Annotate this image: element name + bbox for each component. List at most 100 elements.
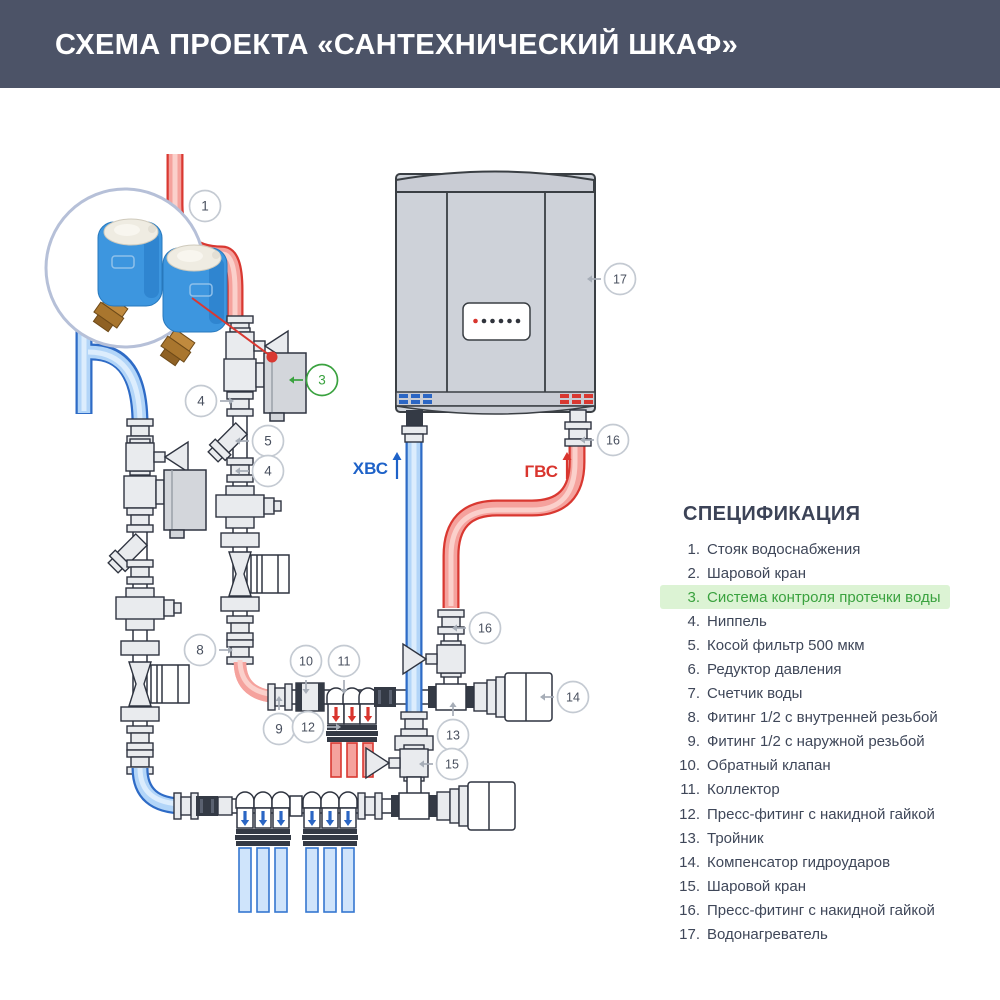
down-arrow-icon xyxy=(302,689,310,694)
callout-12: 12 xyxy=(291,710,341,744)
spec-item-label: Ниппель xyxy=(707,612,767,630)
cold-manifold xyxy=(173,781,516,913)
spec-item: 1. Стояк водоснабжения xyxy=(660,537,998,561)
spec-item-number: 9. xyxy=(687,733,700,751)
hot-feed-branch xyxy=(402,438,586,722)
spec-item-label: Система контроля протечки воды xyxy=(707,588,941,606)
spec-item-number: 5. xyxy=(687,636,700,654)
spec-item-number: 17. xyxy=(679,926,700,944)
up-arrow-icon xyxy=(449,702,457,707)
press-fitting xyxy=(564,421,592,447)
right-arrow-icon xyxy=(336,723,341,731)
spec-item-label: Косой фильтр 500 мкм xyxy=(707,636,865,654)
spec-item-number: 10. xyxy=(679,757,700,775)
cold-supply-label: ХВС xyxy=(353,459,388,478)
left-arrow-icon xyxy=(587,275,592,283)
left-arrow-icon xyxy=(235,467,240,475)
spec-item-label: Счетчик воды xyxy=(707,685,803,703)
callout-13: 13 xyxy=(436,702,470,752)
spec-item-label: Пресс-фитинг с накидной гайкой xyxy=(707,901,935,919)
svg-text:13: 13 xyxy=(446,729,460,743)
right-arrow-icon xyxy=(229,397,234,405)
spec-item-label: Тройник xyxy=(707,829,764,847)
check-valve xyxy=(295,682,325,712)
svg-text:16: 16 xyxy=(478,622,492,636)
spec-item: 17. Водонагреватель xyxy=(660,923,998,947)
spec-item-label: Компенсатор гидроударов xyxy=(707,853,891,871)
press-fitting xyxy=(437,609,465,635)
callout-16: 16 xyxy=(580,423,630,457)
spec-item-label: Редуктор давления xyxy=(707,661,842,679)
callout-8: 8 xyxy=(183,633,233,667)
spec-item-number: 16. xyxy=(679,901,700,919)
page-title: СХЕМА ПРОЕКТА «САНТЕХНИЧЕСКИЙ ШКАФ» xyxy=(55,29,739,61)
callout-16: 16 xyxy=(452,611,502,645)
spec-item-label: Обратный клапан xyxy=(707,757,831,775)
hot-supply-label: ГВС xyxy=(524,462,558,481)
spec-item: 11. Коллектор xyxy=(660,778,998,802)
callout-4: 4 xyxy=(235,454,285,488)
callout-4: 4 xyxy=(184,384,234,418)
water-heater xyxy=(395,170,596,447)
spec-item: 8.Фитинг 1/2 с внутренней резьбой xyxy=(660,706,998,730)
tee-fitting xyxy=(390,792,438,820)
svg-text:12: 12 xyxy=(301,721,315,735)
water-meter xyxy=(128,661,190,707)
up-arrow-icon xyxy=(562,452,572,460)
spec-item: 16. Пресс-фитинг с накидной гайкой xyxy=(660,898,998,922)
down-arrow-icon xyxy=(340,689,348,694)
spec-item-number: 11. xyxy=(680,781,700,799)
svg-text:1: 1 xyxy=(201,199,209,214)
spec-item: 9. Фитинг 1/2 с наружной резьбой xyxy=(660,730,998,754)
left-arrow-icon xyxy=(452,624,457,632)
callout-14: 14 xyxy=(540,680,590,714)
spec-item-label: Водонагреватель xyxy=(707,926,828,944)
spec-item: 4.Ниппель xyxy=(660,609,998,633)
spec-item-number: 2. xyxy=(687,564,700,582)
inset-detail-circle xyxy=(44,187,228,367)
spec-item: 15.Шаровой кран xyxy=(660,874,998,898)
spec-item-label: Фитинг 1/2 с наружной резьбой xyxy=(707,733,925,751)
supply-labels: ХВС ГВС xyxy=(353,452,572,481)
right-arrow-icon xyxy=(228,646,233,654)
callout-5: 5 xyxy=(235,424,285,458)
inset-pointer xyxy=(191,297,278,363)
svg-text:9: 9 xyxy=(275,722,283,737)
cold-feed-line xyxy=(365,440,434,798)
spec-item-number: 13. xyxy=(679,829,700,847)
cold-inlet-marks xyxy=(399,394,432,404)
spec-item-number: 6. xyxy=(687,661,700,679)
left-arrow-icon xyxy=(289,376,294,384)
pressure-reducer xyxy=(115,587,182,631)
up-arrow-icon xyxy=(275,696,283,701)
water-meter xyxy=(228,551,290,597)
spec-item: 14.Компенсатор гидроударов xyxy=(660,850,998,874)
spec-item-label: Стояк водоснабжения xyxy=(707,540,861,558)
spec-item: 5. Косой фильтр 500 мкм xyxy=(660,633,998,657)
spec-item: 12.Пресс-фитинг с накидной гайкой xyxy=(660,802,998,826)
spec-item: 10. Обратный клапан xyxy=(660,754,998,778)
left-arrow-icon xyxy=(235,437,240,445)
left-arrow-icon xyxy=(580,436,585,444)
callout-11: 11 xyxy=(327,644,361,694)
up-arrow-icon xyxy=(392,452,402,460)
spec-item-label: Коллектор xyxy=(707,781,780,799)
left-arrow-icon xyxy=(419,760,424,768)
hot-outlet-marks xyxy=(560,394,593,404)
callout-15: 15 xyxy=(419,747,469,781)
svg-text:10: 10 xyxy=(299,655,313,669)
svg-text:4: 4 xyxy=(264,464,272,479)
water-hammer-arrestor xyxy=(436,781,516,831)
spec-item-label: Фитинг 1/2 с внутренней резьбой xyxy=(707,709,938,727)
hot-treatment-line xyxy=(204,315,307,704)
svg-text:11: 11 xyxy=(338,655,351,669)
spec-item: 3.Система контроля протечки воды xyxy=(660,585,950,610)
spec-item-number: 1. xyxy=(687,540,700,558)
spec-item: 7.Счетчик воды xyxy=(660,682,998,706)
spec-item-number: 12. xyxy=(679,805,700,823)
